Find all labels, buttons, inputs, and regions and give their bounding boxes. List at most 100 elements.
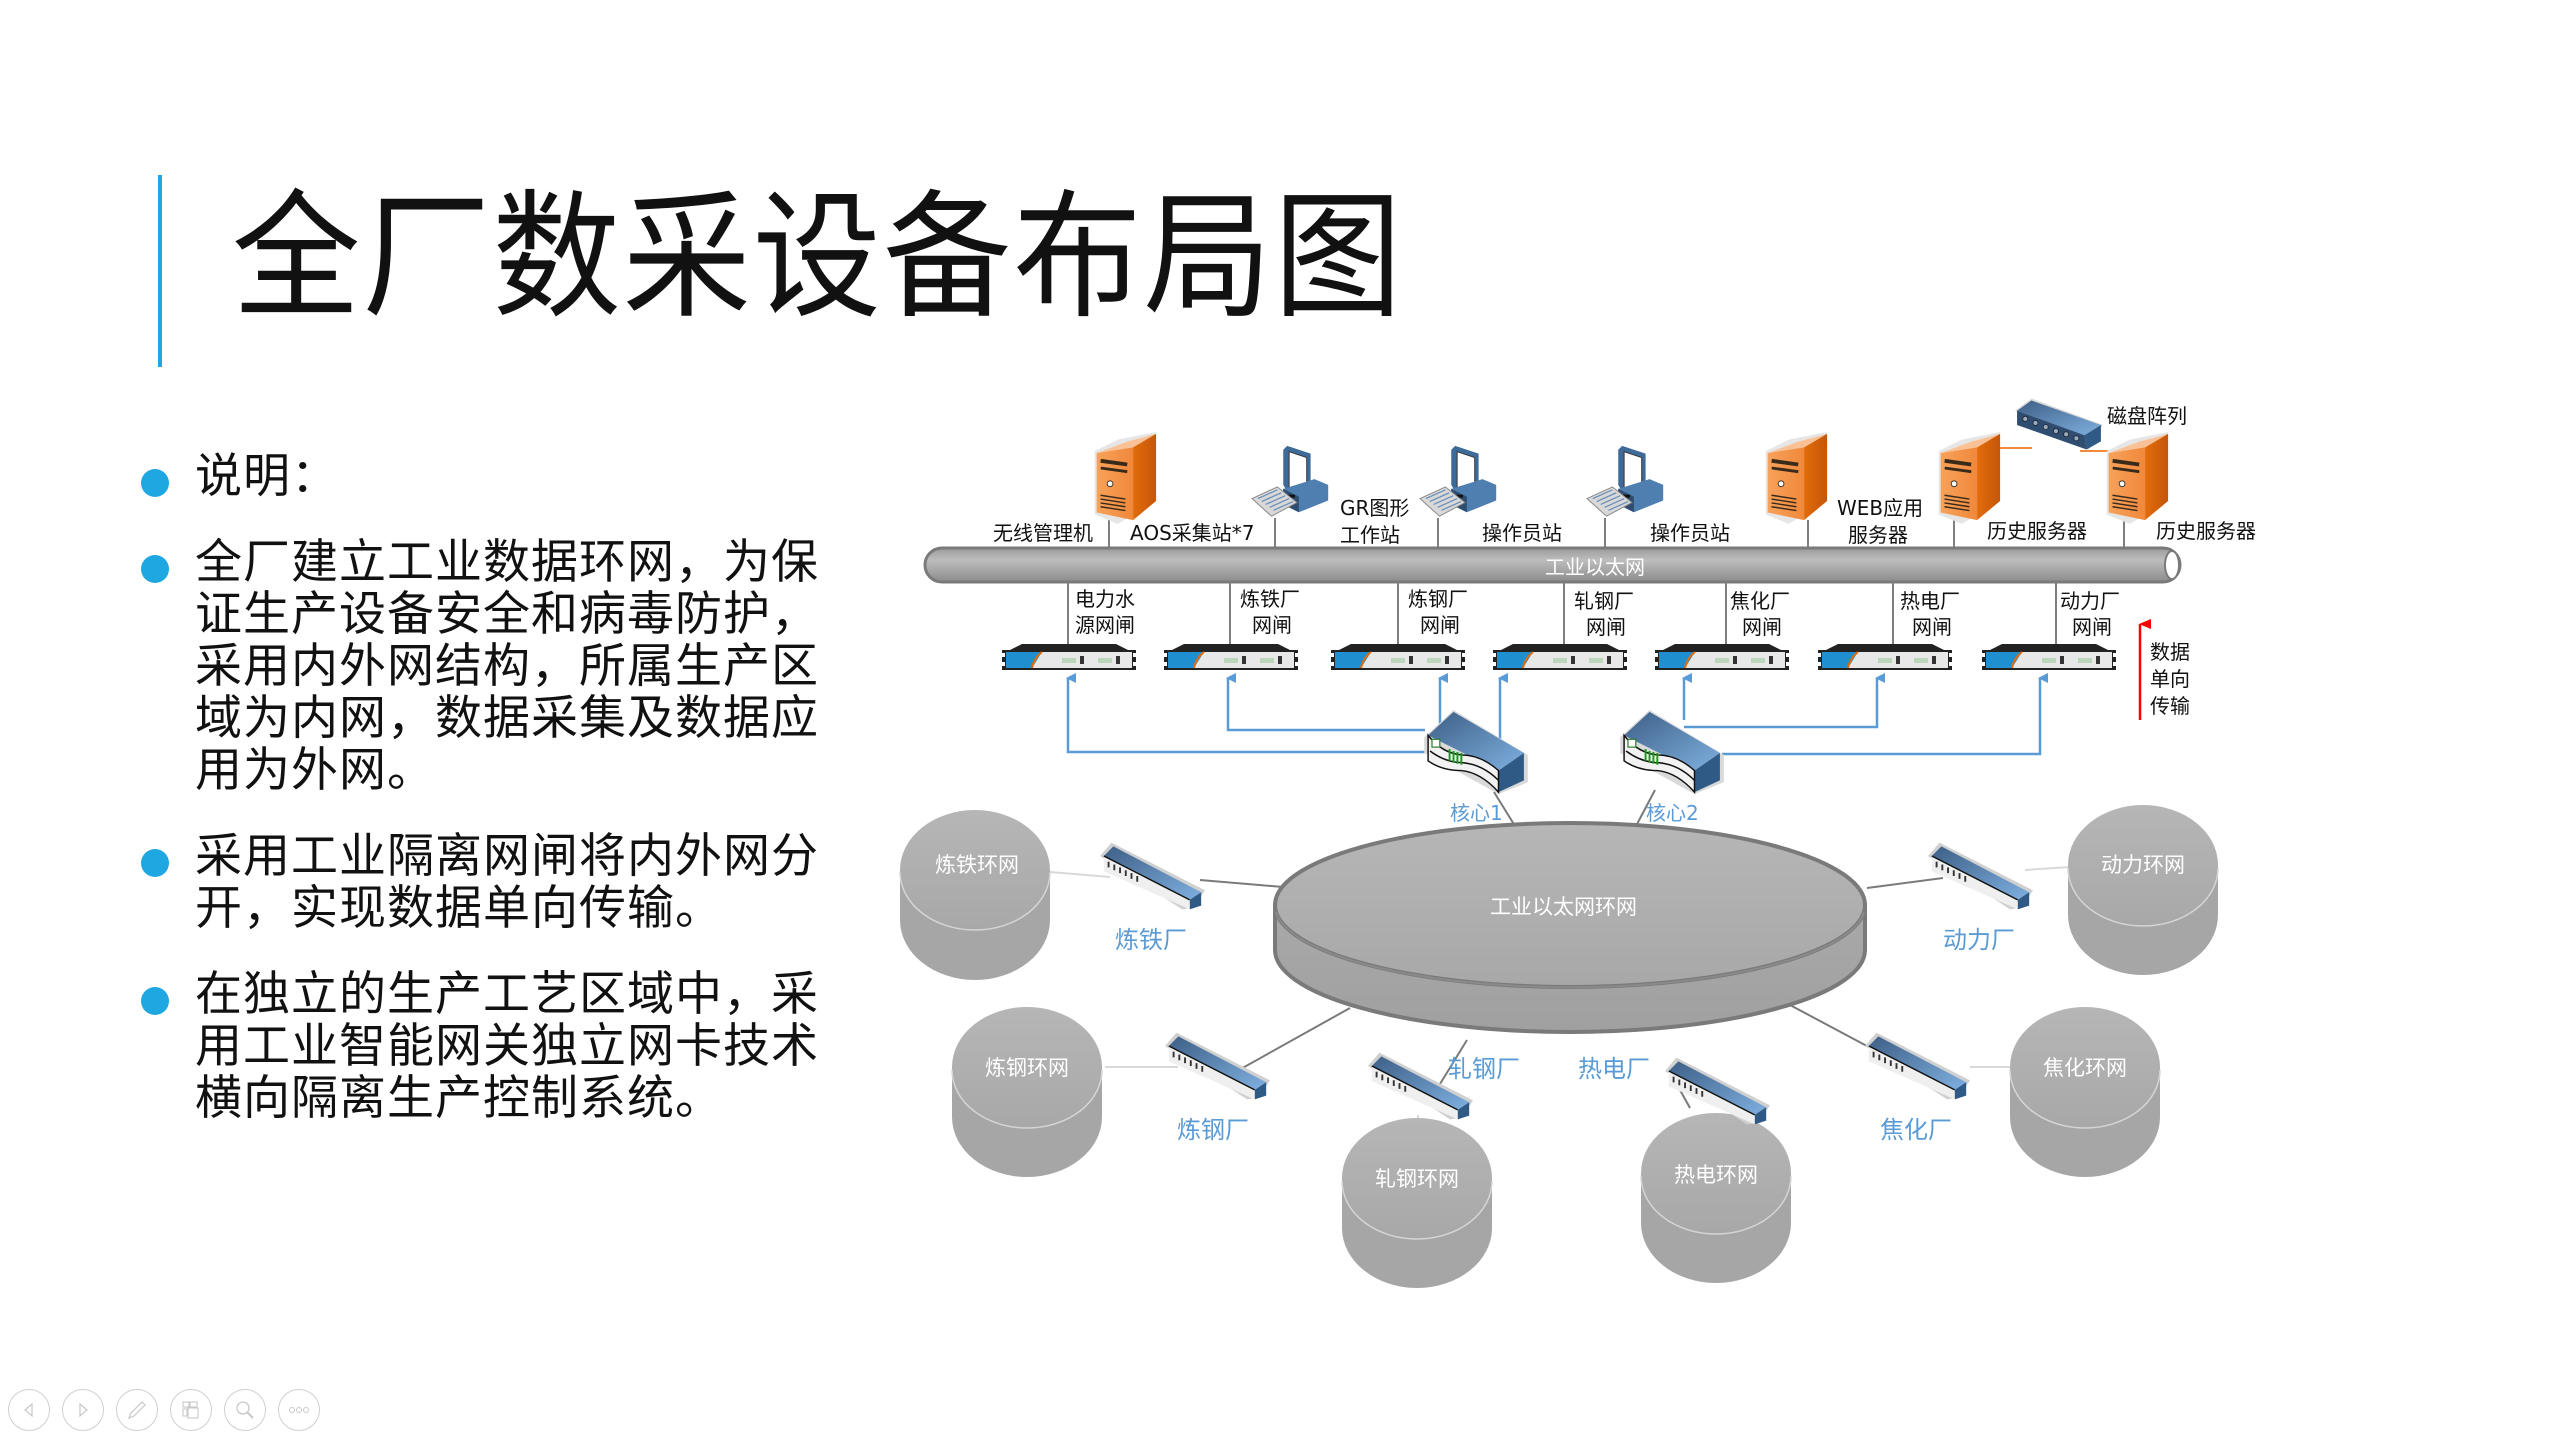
ring-label: 热电环网 bbox=[1674, 1163, 1758, 1187]
slide-title: 全厂数采设备布局图 bbox=[232, 177, 1404, 338]
device-drop-lines bbox=[1108, 518, 2125, 548]
core-ring-links bbox=[1493, 789, 1656, 827]
label-disk-array: 磁盘阵列 bbox=[2107, 404, 2187, 428]
bullet-item: 在独立的生产工艺区域中，采用工业智能网关独立网卡技术横向隔离生产控制系统。 bbox=[140, 969, 840, 1125]
central-ring-label: 工业以太网环网 bbox=[1490, 895, 1637, 919]
plant-ring-steel: 炼钢环网 bbox=[951, 1007, 1103, 1177]
history-server-1-icon bbox=[1937, 432, 2001, 524]
prev-slide-button[interactable] bbox=[8, 1389, 50, 1431]
central-ethernet-ring: 工业以太网环网 bbox=[1273, 821, 1867, 1034]
presentation-toolbar bbox=[8, 1389, 320, 1431]
backbone-label: 工业以太网 bbox=[1545, 555, 1645, 579]
bullet-text: 在独立的生产工艺区域中，采用工业智能网关独立网卡技术横向隔离生产控制系统。 bbox=[195, 967, 819, 1126]
label-operator2: 操作员站 bbox=[1650, 521, 1730, 545]
plant-ring-coking: 焦化环网 bbox=[2009, 1007, 2161, 1177]
gateway-icon bbox=[1818, 644, 1952, 670]
bullet-dot-icon bbox=[141, 555, 169, 583]
label-web-line2: 服务器 bbox=[1848, 523, 1908, 547]
core-2-label: 核心2 bbox=[1646, 801, 1699, 825]
gateway-label: 焦化厂 bbox=[1730, 589, 1790, 613]
bullet-list: 说明： 全厂建立工业数据环网，为保证生产设备安全和病毒防护，采用内外网结构，所属… bbox=[140, 445, 840, 1125]
edge-switch-icon bbox=[1865, 1031, 1970, 1101]
edge-switch-icon bbox=[1928, 841, 2033, 911]
pen-icon bbox=[127, 1401, 146, 1420]
gateway-label: 轧钢厂 bbox=[1574, 589, 1634, 613]
bullet-dot-icon bbox=[141, 469, 169, 497]
bullet-text: 全厂建立工业数据环网，为保证生产设备安全和病毒防护，采用内外网结构，所属生产区域… bbox=[195, 535, 819, 798]
core-1-label: 核心1 bbox=[1450, 801, 1503, 825]
ring-label: 轧钢环网 bbox=[1375, 1167, 1459, 1191]
gateway-icon bbox=[1002, 644, 1136, 670]
direction-note: 数据 bbox=[2150, 640, 2190, 664]
plant-switch-label: 动力厂 bbox=[1943, 926, 2015, 954]
gateway-label: 动力厂 bbox=[2060, 589, 2120, 613]
prev-icon bbox=[24, 1402, 33, 1418]
gateway-icon bbox=[1982, 644, 2116, 670]
bullet-item: 说明： bbox=[140, 451, 840, 503]
direction-note: 单向 bbox=[2150, 667, 2190, 691]
gateway-icon bbox=[1164, 644, 1298, 670]
zoom-icon bbox=[236, 1401, 254, 1419]
operator-station-1-pc-icon bbox=[1419, 445, 1497, 517]
more-icon bbox=[289, 1407, 309, 1413]
title-accent-bar bbox=[158, 175, 162, 367]
gateway-label: 网闸 bbox=[1420, 613, 1460, 637]
direction-note: 传输 bbox=[2150, 694, 2190, 718]
bullet-item: 采用工业隔离网闸将内外网分开，实现数据单向传输。 bbox=[140, 831, 840, 935]
wireless-mgmt-server-icon bbox=[1093, 432, 1157, 524]
gateway-label: 炼铁厂 bbox=[1240, 587, 1300, 611]
gateway-label: 炼钢厂 bbox=[1408, 587, 1468, 611]
label-wireless-mgmt: 无线管理机 bbox=[993, 521, 1093, 545]
gateway-label: 网闸 bbox=[1742, 615, 1782, 639]
label-gr-line2: 工作站 bbox=[1340, 523, 1400, 547]
ethernet-backbone: 工业以太网 bbox=[923, 546, 2182, 584]
pen-tool-button[interactable] bbox=[116, 1389, 158, 1431]
plant-ring-power: 动力环网 bbox=[2067, 805, 2219, 975]
slides-icon bbox=[182, 1401, 199, 1419]
label-aos: AOS采集站*7 bbox=[1130, 521, 1255, 545]
gateway-icon bbox=[1493, 644, 1627, 670]
gateway-icon bbox=[1655, 644, 1789, 670]
plant-switch-label: 炼铁厂 bbox=[1115, 926, 1187, 954]
bullet-dot-icon bbox=[141, 987, 169, 1015]
plant-switch-label: 热电厂 bbox=[1578, 1055, 1650, 1083]
ring-label: 焦化环网 bbox=[2043, 1056, 2127, 1080]
bullet-text: 说明： bbox=[195, 449, 339, 504]
plant-ring-tianjin: 炼铁环网 bbox=[899, 810, 1051, 980]
label-history2: 历史服务器 bbox=[2156, 519, 2256, 543]
gateway-label: 热电厂 bbox=[1900, 589, 1960, 613]
gr-workstation-pc-icon bbox=[1251, 445, 1329, 517]
gateway-labels: 电力水 源网闸 炼铁厂 网闸 炼钢厂 网闸 轧钢厂 网闸 焦化厂 网闸 热电厂 … bbox=[1075, 587, 2120, 639]
gateway-label: 网闸 bbox=[1586, 615, 1626, 639]
disk-array-icon bbox=[2014, 398, 2104, 450]
history-server-2-icon bbox=[2105, 432, 2169, 524]
plant-switch-label: 焦化厂 bbox=[1880, 1116, 1952, 1144]
plant-ring-thermal: 热电环网 bbox=[1640, 1113, 1792, 1283]
bullet-text: 采用工业隔离网闸将内外网分开，实现数据单向传输。 bbox=[195, 829, 819, 936]
gateway-icon bbox=[1331, 644, 1465, 670]
edge-switch-icon bbox=[1165, 1031, 1270, 1101]
more-options-button[interactable] bbox=[278, 1389, 320, 1431]
gateway-drop-lines bbox=[1067, 582, 2057, 648]
plant-switch-label: 轧钢厂 bbox=[1448, 1055, 1520, 1083]
one-way-links bbox=[1066, 673, 2048, 758]
gateway-label: 电力水 bbox=[1075, 587, 1135, 611]
ring-label: 动力环网 bbox=[2101, 853, 2185, 877]
ring-label: 炼钢环网 bbox=[985, 1056, 1069, 1080]
plant-switch-label: 炼钢厂 bbox=[1177, 1116, 1249, 1144]
next-slide-button[interactable] bbox=[62, 1389, 104, 1431]
label-operator1: 操作员站 bbox=[1482, 521, 1562, 545]
edge-switch-icon bbox=[1100, 841, 1205, 911]
zoom-button[interactable] bbox=[224, 1389, 266, 1431]
next-icon bbox=[79, 1402, 88, 1418]
plant-ring-rolling: 轧钢环网 bbox=[1341, 1118, 1493, 1288]
ring-label: 炼铁环网 bbox=[935, 853, 1019, 877]
operator-station-2-pc-icon bbox=[1586, 445, 1664, 517]
web-server-icon bbox=[1764, 432, 1828, 524]
gateway-label: 源网闸 bbox=[1075, 613, 1135, 637]
slides-overview-button[interactable] bbox=[170, 1389, 212, 1431]
bullet-dot-icon bbox=[141, 849, 169, 877]
label-web-line1: WEB应用 bbox=[1837, 496, 1923, 520]
gateway-label: 网闸 bbox=[2072, 615, 2112, 639]
